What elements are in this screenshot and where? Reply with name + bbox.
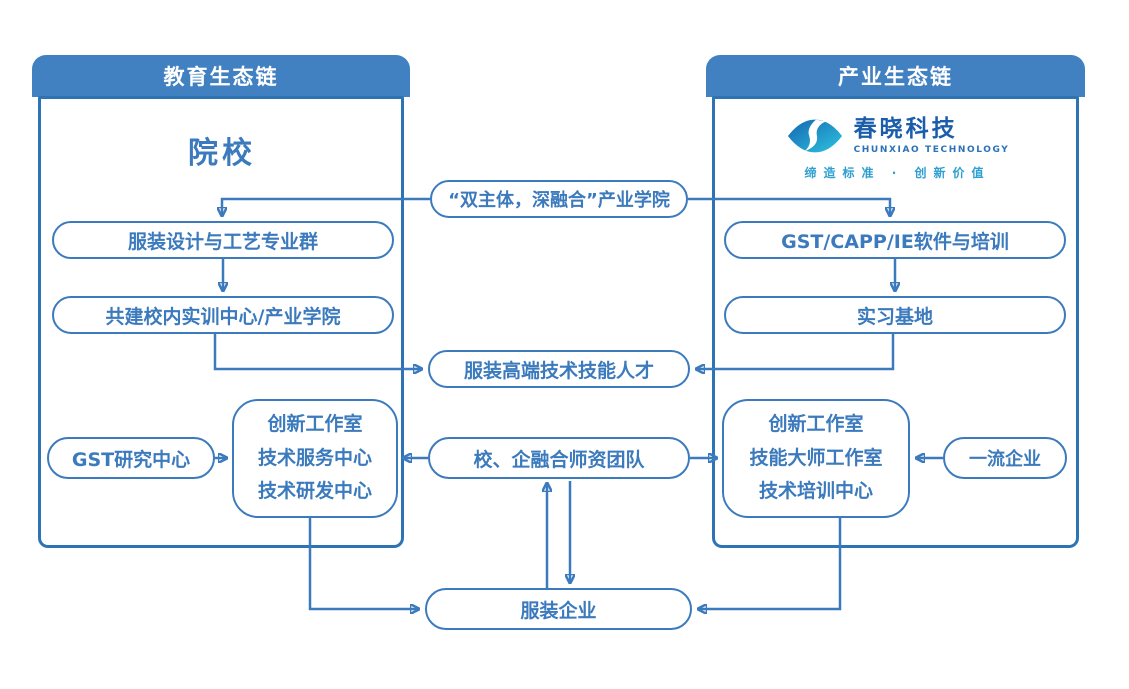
node-first-class-enterprise: 一流企业 <box>943 437 1067 479</box>
enterprise-center-line3: 技术培训中心 <box>758 480 873 503</box>
school-center-line3: 技术研发中心 <box>257 480 372 503</box>
chunxiao-logo-icon <box>787 119 842 153</box>
node-software-training: GST/CAPP/IE软件与培训 <box>724 221 1066 259</box>
chunxiao-logo-name: 春晓科技 <box>853 116 958 143</box>
node-school-centers: 创新工作室 技术服务中心 技术研发中心 <box>232 399 398 518</box>
chunxiao-logo-slogan: 缔造标准 · 创新价值 <box>804 166 991 180</box>
colleges-title: 院校 <box>188 136 256 171</box>
node-garment-enterprise: 服装企业 <box>425 588 692 630</box>
node-training-center-label: 共建校内实训中心/产业学院 <box>105 305 341 328</box>
chunxiao-logo: 春晓科技 CHUNXIAO TECHNOLOGY 缔造标准 · 创新价值 <box>775 116 1020 181</box>
node-industry-college: “双主体，深融合”产业学院 <box>430 180 688 218</box>
node-talent: 服装高端技术技能人才 <box>428 350 690 388</box>
node-internship-base-label: 实习基地 <box>856 305 933 328</box>
node-faculty-team-label: 校、企融合师资团队 <box>473 448 645 471</box>
node-gst-research: GST研究中心 <box>47 437 215 479</box>
node-enterprise-centers: 创新工作室 技能大师工作室 技术培训中心 <box>722 399 910 518</box>
education-chain-header-label: 教育生态链 <box>163 65 279 89</box>
node-garment-enterprise-label: 服装企业 <box>520 599 597 622</box>
enterprise-center-line1: 创新工作室 <box>768 412 864 435</box>
chunxiao-logo-subtitle: CHUNXIAO TECHNOLOGY <box>853 144 1010 155</box>
industry-chain-header-label: 产业生态链 <box>838 65 953 89</box>
node-industry-college-label: “双主体，深融合”产业学院 <box>448 190 670 211</box>
node-major-group-label: 服装设计与工艺专业群 <box>127 230 318 253</box>
industry-chain-header: 产业生态链 <box>706 55 1085 97</box>
node-software-training-label: GST/CAPP/IE软件与培训 <box>781 230 1009 253</box>
node-gst-research-label: GST研究中心 <box>71 448 191 471</box>
enterprise-center-line2: 技能大师工作室 <box>749 446 883 469</box>
node-training-center: 共建校内实训中心/产业学院 <box>52 296 394 334</box>
node-first-class-enterprise-label: 一流企业 <box>969 449 1041 470</box>
node-internship-base: 实习基地 <box>724 296 1066 334</box>
node-faculty-team: 校、企融合师资团队 <box>428 437 690 479</box>
education-chain-header: 教育生态链 <box>32 55 410 97</box>
school-center-line2: 技术服务中心 <box>257 446 372 469</box>
node-talent-label: 服装高端技术技能人才 <box>463 359 654 382</box>
school-center-line1: 创新工作室 <box>267 412 363 435</box>
node-major-group: 服装设计与工艺专业群 <box>52 221 394 259</box>
